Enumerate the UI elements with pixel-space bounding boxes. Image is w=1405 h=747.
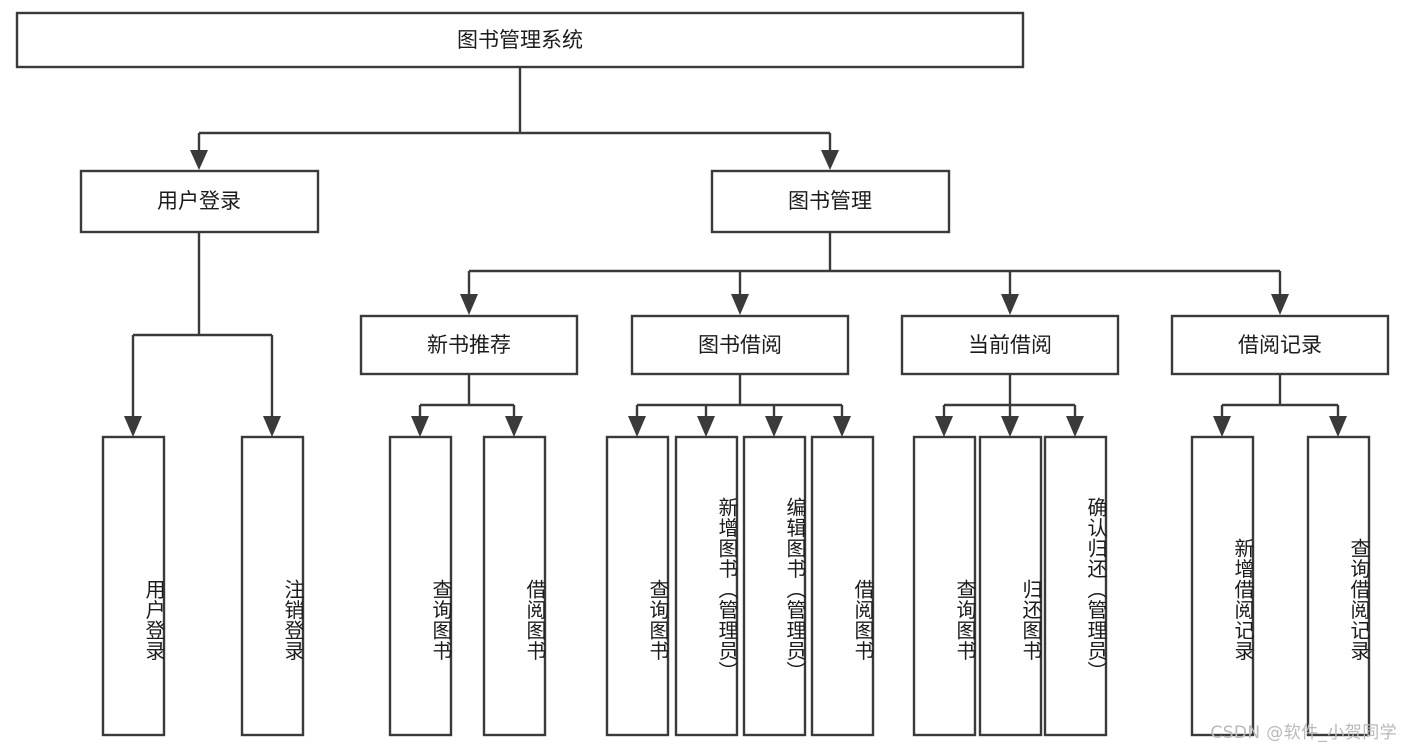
node-leaf-confirm-return-admin-box[interactable] — [1043, 435, 1108, 737]
node-leaf-add-book-admin-box[interactable] — [674, 435, 739, 737]
node-borrow-record[interactable]: 借阅记录 — [1170, 314, 1390, 376]
arrow-leaf-borrow-book-1 — [505, 416, 523, 437]
node-current-borrow-label: 当前借阅 — [968, 333, 1052, 357]
arrow-leaf-add-book-admin — [697, 416, 715, 437]
node-borrow-record-label: 借阅记录 — [1238, 333, 1322, 357]
node-leaf-query-book-1-box[interactable] — [388, 435, 453, 737]
arrow-book-management — [821, 150, 839, 170]
node-user-login[interactable]: 用户登录 — [79, 169, 320, 234]
node-root-box[interactable] — [15, 11, 1025, 69]
node-new-book-recommend-box[interactable] — [359, 314, 579, 376]
node-leaf-logout-login-box[interactable] — [240, 435, 305, 737]
arrow-leaf-edit-book-admin — [765, 416, 783, 437]
node-user-login-label: 用户登录 — [157, 189, 241, 213]
arrow-leaf-add-borrow-record — [1213, 416, 1231, 437]
arrow-leaf-borrow-book-2 — [833, 416, 851, 437]
node-leaf-borrow-book-1-box[interactable] — [482, 435, 547, 737]
node-new-book-recommend-label: 新书推荐 — [427, 333, 511, 357]
node-book-management-box[interactable] — [710, 169, 951, 234]
arrow-leaf-logout-login — [263, 416, 281, 437]
node-leaf-user-login-box[interactable] — [101, 435, 166, 737]
watermark-text: CSDN @软件_小贺同学 — [1210, 723, 1397, 743]
node-root[interactable]: 图书管理系统 — [15, 11, 1025, 69]
node-borrow-record-box[interactable] — [1170, 314, 1390, 376]
node-leaf-query-borrow-record-box[interactable] — [1306, 435, 1371, 737]
arrow-leaf-query-borrow-record — [1329, 416, 1347, 437]
arrow-user-login — [190, 150, 208, 170]
node-leaf-add-borrow-record-box[interactable] — [1190, 435, 1255, 737]
node-root-label: 图书管理系统 — [457, 28, 583, 52]
node-current-borrow[interactable]: 当前借阅 — [900, 314, 1120, 376]
node-leaf-borrow-book-2-box[interactable] — [810, 435, 875, 737]
arrow-leaf-return-book — [1001, 416, 1019, 437]
node-leaf-edit-book-admin-box[interactable] — [742, 435, 807, 737]
node-book-borrow[interactable]: 图书借阅 — [630, 314, 850, 376]
node-leaf-query-book-3-box[interactable] — [912, 435, 977, 737]
arrow-new-book-recommend — [460, 294, 478, 315]
node-book-management-label: 图书管理 — [788, 189, 872, 213]
arrow-leaf-confirm-return-admin — [1066, 416, 1084, 437]
arrow-leaf-user-login — [124, 416, 142, 437]
node-new-book-recommend[interactable]: 新书推荐 — [359, 314, 579, 376]
arrow-book-borrow — [731, 294, 749, 315]
arrow-current-borrow — [1001, 294, 1019, 315]
arrow-leaf-query-book-1 — [411, 416, 429, 437]
arrow-borrow-record — [1271, 294, 1289, 315]
arrow-leaf-query-book-2 — [628, 416, 646, 437]
node-book-borrow-box[interactable] — [630, 314, 850, 376]
node-current-borrow-box[interactable] — [900, 314, 1120, 376]
node-leaf-return-book-box[interactable] — [978, 435, 1043, 737]
node-leaf-query-book-2-box[interactable] — [605, 435, 670, 737]
node-book-borrow-label: 图书借阅 — [698, 333, 782, 357]
node-book-management[interactable]: 图书管理 — [710, 169, 951, 234]
arrow-leaf-query-book-3 — [935, 416, 953, 437]
